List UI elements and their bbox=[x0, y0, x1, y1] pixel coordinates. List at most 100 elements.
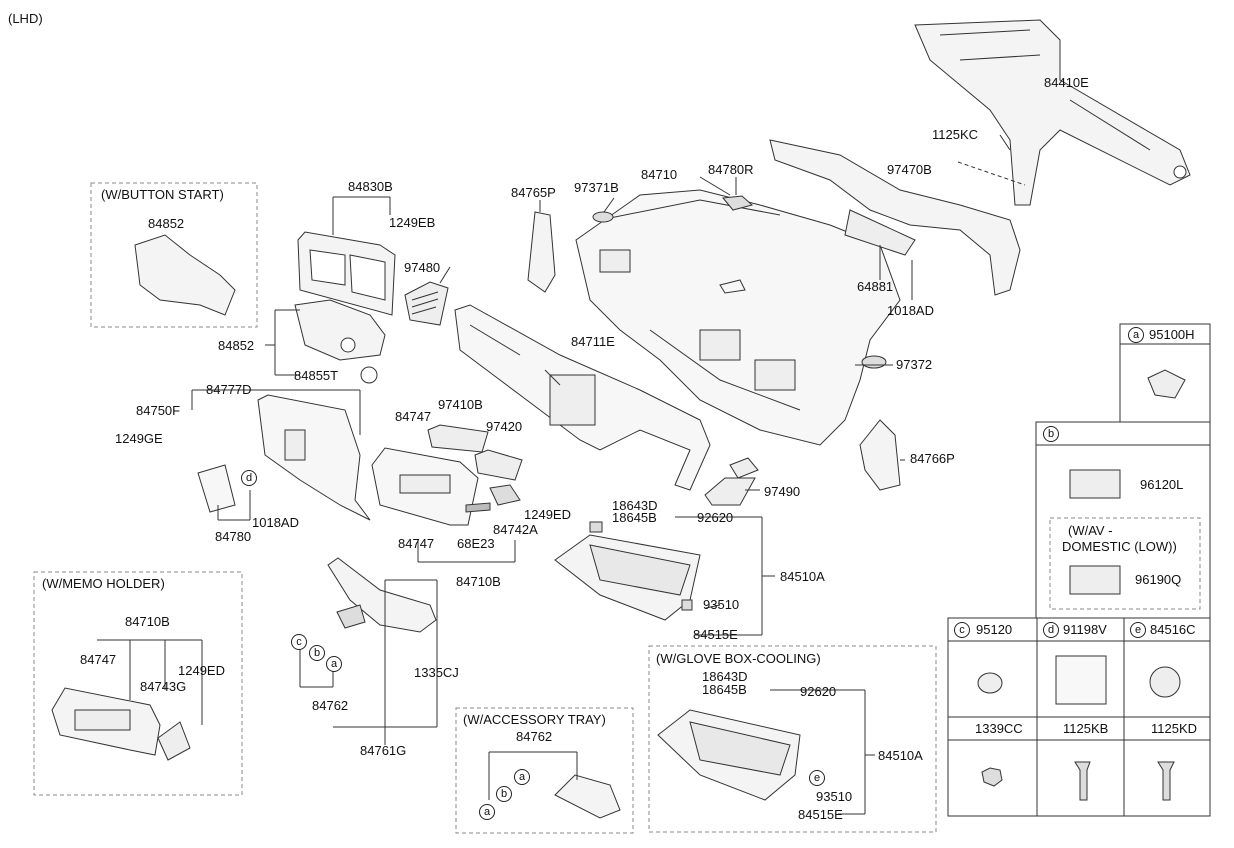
callout-c: c bbox=[291, 634, 307, 650]
part-label-tray-84762[interactable]: 84762 bbox=[516, 729, 553, 744]
part-label-84761G[interactable]: 84761G bbox=[360, 743, 407, 758]
part-label-18643D[interactable]: 18643D bbox=[612, 498, 658, 513]
part-label-84762[interactable]: 84762 bbox=[312, 698, 349, 713]
group-title-button-start: (W/BUTTON START) bbox=[101, 187, 224, 202]
panel-part-1339CC[interactable]: 1339CC bbox=[975, 721, 1023, 736]
group-title-glove-cooling: (W/GLOVE BOX-COOLING) bbox=[656, 651, 821, 666]
part-label-84830B[interactable]: 84830B bbox=[348, 179, 393, 194]
part-label-1249ED[interactable]: 1249ED bbox=[524, 507, 571, 522]
group-boxes bbox=[33, 182, 1201, 834]
part-label-84766P[interactable]: 84766P bbox=[910, 451, 955, 466]
part-label-18645B[interactable]: 18645B bbox=[612, 510, 657, 525]
panel-part-95120[interactable]: 95120 bbox=[976, 622, 1013, 637]
part-label-cool-84510A[interactable]: 84510A bbox=[878, 748, 923, 763]
part-label-84742A[interactable]: 84742A bbox=[493, 522, 538, 537]
memo-holder-box bbox=[33, 571, 243, 796]
panel-callout-e: e bbox=[1130, 622, 1146, 638]
callout-a: a bbox=[326, 656, 342, 672]
tray-shapes bbox=[554, 774, 621, 819]
part-label-84710B[interactable]: 84710B bbox=[456, 574, 501, 589]
callout-b: b bbox=[309, 645, 325, 661]
callout-tray-a-lower: a bbox=[479, 804, 495, 820]
part-label-84852-button[interactable]: 84852 bbox=[148, 216, 185, 231]
group-title-accessory-tray: (W/ACCESSORY TRAY) bbox=[463, 712, 606, 727]
callout-tray-b: b bbox=[496, 786, 512, 802]
part-label-68E23[interactable]: 68E23 bbox=[457, 536, 495, 551]
panel-part-95100H[interactable]: 95100H bbox=[1149, 327, 1195, 342]
part-label-memo-84743G[interactable]: 84743G bbox=[140, 679, 187, 694]
accessory-tray-box bbox=[455, 707, 634, 834]
part-label-84780[interactable]: 84780 bbox=[215, 529, 252, 544]
part-label-97371B[interactable]: 97371B bbox=[574, 180, 619, 195]
side-panel-grid bbox=[947, 323, 1211, 817]
part-label-84747-b[interactable]: 84747 bbox=[398, 536, 435, 551]
group-title-memo-holder: (W/MEMO HOLDER) bbox=[42, 576, 165, 591]
side-panel-icons bbox=[977, 369, 1186, 801]
fascia-panel-shape bbox=[371, 424, 523, 526]
part-label-97490[interactable]: 97490 bbox=[764, 484, 801, 499]
part-label-memo-1249ED[interactable]: 1249ED bbox=[178, 663, 225, 678]
part-label-1125KC[interactable]: 1125KC bbox=[932, 127, 979, 142]
part-label-97410B[interactable]: 97410B bbox=[438, 397, 483, 412]
cowl-crossbar-shape bbox=[914, 19, 1191, 206]
column-cover-shape bbox=[134, 234, 386, 384]
part-label-84510A[interactable]: 84510A bbox=[780, 569, 825, 584]
part-label-97480[interactable]: 97480 bbox=[404, 260, 441, 275]
part-label-cool-93510[interactable]: 93510 bbox=[816, 789, 853, 804]
part-label-84777D[interactable]: 84777D bbox=[206, 382, 252, 397]
group-title-av-line1: (W/AV - bbox=[1068, 523, 1113, 538]
part-label-cool-18645B[interactable]: 18645B bbox=[702, 682, 747, 697]
part-label-84852[interactable]: 84852 bbox=[218, 338, 255, 353]
lower-panel-shape bbox=[327, 557, 437, 633]
part-label-1018AD[interactable]: 1018AD bbox=[252, 515, 299, 530]
panel-part-96190Q[interactable]: 96190Q bbox=[1135, 572, 1182, 587]
part-label-84780R[interactable]: 84780R bbox=[708, 162, 754, 177]
part-label-84765P[interactable]: 84765P bbox=[511, 185, 556, 200]
part-label-memo-84747[interactable]: 84747 bbox=[80, 652, 117, 667]
av-domestic-box bbox=[1049, 517, 1201, 610]
part-label-97372[interactable]: 97372 bbox=[896, 357, 933, 372]
part-label-memo-84710B[interactable]: 84710B bbox=[125, 614, 170, 629]
part-label-1249EB[interactable]: 1249EB bbox=[389, 215, 436, 230]
part-label-1249GE[interactable]: 1249GE bbox=[115, 431, 163, 446]
panel-part-1125KB[interactable]: 1125KB bbox=[1063, 721, 1109, 736]
part-label-84747-a[interactable]: 84747 bbox=[395, 409, 432, 424]
center-vent-shape bbox=[704, 457, 759, 506]
part-label-93510[interactable]: 93510 bbox=[703, 597, 740, 612]
drive-side-label: (LHD) bbox=[8, 11, 43, 26]
part-label-84750F[interactable]: 84750F bbox=[136, 403, 181, 418]
glove-box-shape bbox=[554, 521, 701, 621]
panel-callout-b: b bbox=[1043, 426, 1059, 442]
part-label-97420[interactable]: 97420 bbox=[486, 419, 523, 434]
cluster-housing-shape bbox=[297, 231, 396, 316]
cooling-glove-box-shape bbox=[657, 709, 801, 801]
part-label-1335CJ[interactable]: 1335CJ bbox=[414, 665, 459, 680]
panel-part-96120L[interactable]: 96120L bbox=[1140, 477, 1184, 492]
callout-cool-e: e bbox=[809, 770, 825, 786]
side-vent-shape bbox=[404, 281, 449, 326]
part-label-84410E[interactable]: 84410E bbox=[1044, 75, 1089, 90]
part-label-cool-92620[interactable]: 92620 bbox=[800, 684, 837, 699]
panel-callout-a: a bbox=[1128, 327, 1144, 343]
part-label-97470B[interactable]: 97470B bbox=[887, 162, 932, 177]
panel-part-1125KD[interactable]: 1125KD bbox=[1151, 721, 1198, 736]
panel-callout-c: c bbox=[954, 622, 970, 638]
panel-part-91198V[interactable]: 91198V bbox=[1063, 622, 1107, 637]
part-label-cool-84515E[interactable]: 84515E bbox=[798, 807, 843, 822]
crash-pad-lower-shape bbox=[454, 304, 711, 491]
part-label-92620[interactable]: 92620 bbox=[697, 510, 734, 525]
part-label-84855T[interactable]: 84855T bbox=[294, 368, 339, 383]
part-label-1018AD-top[interactable]: 1018AD bbox=[887, 303, 934, 318]
part-label-84711E[interactable]: 84711E bbox=[571, 334, 615, 349]
center-fascia-shape bbox=[197, 394, 371, 521]
part-label-cool-18643D[interactable]: 18643D bbox=[702, 669, 748, 684]
part-label-84515E[interactable]: 84515E bbox=[693, 627, 738, 642]
defrost-duct-shape bbox=[769, 139, 1021, 296]
part-label-64881[interactable]: 64881 bbox=[857, 279, 894, 294]
part-label-84710[interactable]: 84710 bbox=[641, 167, 678, 182]
callout-tray-a-upper: a bbox=[514, 769, 530, 785]
panel-part-84516C[interactable]: 84516C bbox=[1150, 622, 1196, 637]
button-start-box bbox=[90, 182, 258, 328]
glove-cooling-box bbox=[648, 645, 937, 833]
